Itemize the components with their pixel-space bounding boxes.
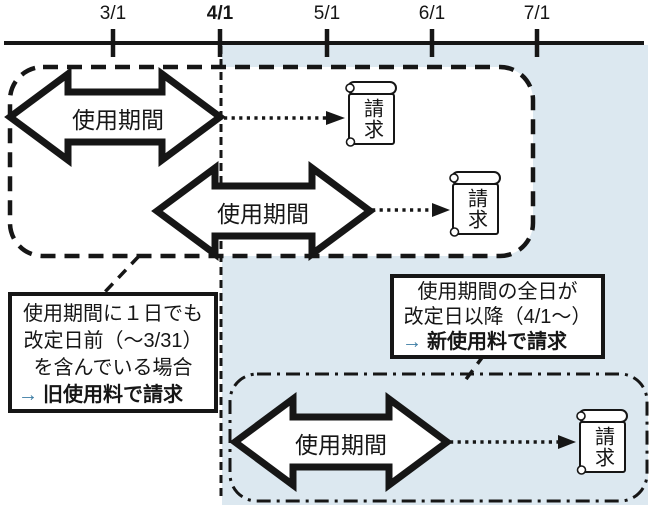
invoice-label-1: 請求 <box>360 98 383 140</box>
old-rate-conclusion-line: →旧使用料で請求 <box>12 382 214 409</box>
old-rate-conclusion: 旧使用料で請求 <box>43 384 183 406</box>
old-rate-callout-box: 使用期間に１日でも 改定日前（～3/31） を含んでいる場合 →旧使用料で請求 <box>8 292 218 413</box>
invoice-label-2: 請求 <box>464 188 487 230</box>
usage-period-label-1: 使用期間 <box>72 107 164 133</box>
new-rate-callout-box: 使用期間の全日が 改定日以降（4/1～） →新使用料で請求 <box>390 274 605 359</box>
old-rate-line-1: 使用期間に１日でも <box>23 303 203 325</box>
new-rate-conclusion-line: →新使用料で請求 <box>394 330 601 355</box>
callout-leader-line-old <box>101 254 141 296</box>
usage-period-label-3: 使用期間 <box>295 432 387 458</box>
timeline-label-5-1: 5/1 <box>313 3 341 24</box>
new-rate-line-2: 改定日以降（4/1～） <box>403 306 592 328</box>
old-rate-line-3: を含んでいる場合 <box>33 357 193 379</box>
invoice-label-3: 請求 <box>591 426 614 468</box>
timeline-label-7-1: 7/1 <box>523 3 551 24</box>
new-rate-line-1: 使用期間の全日が <box>417 281 578 303</box>
timeline-label-3-1: 3/1 <box>99 3 127 24</box>
old-rate-line-2: 改定日前（～3/31） <box>23 330 203 352</box>
right-arrow-icon: → <box>18 384 38 406</box>
timeline-label-6-1: 6/1 <box>418 3 446 24</box>
new-rate-conclusion: 新使用料で請求 <box>427 331 567 353</box>
right-arrow-icon: → <box>402 331 422 353</box>
timeline-label-4-1: 4/1 <box>206 3 234 24</box>
usage-period-label-2: 使用期間 <box>217 201 309 227</box>
